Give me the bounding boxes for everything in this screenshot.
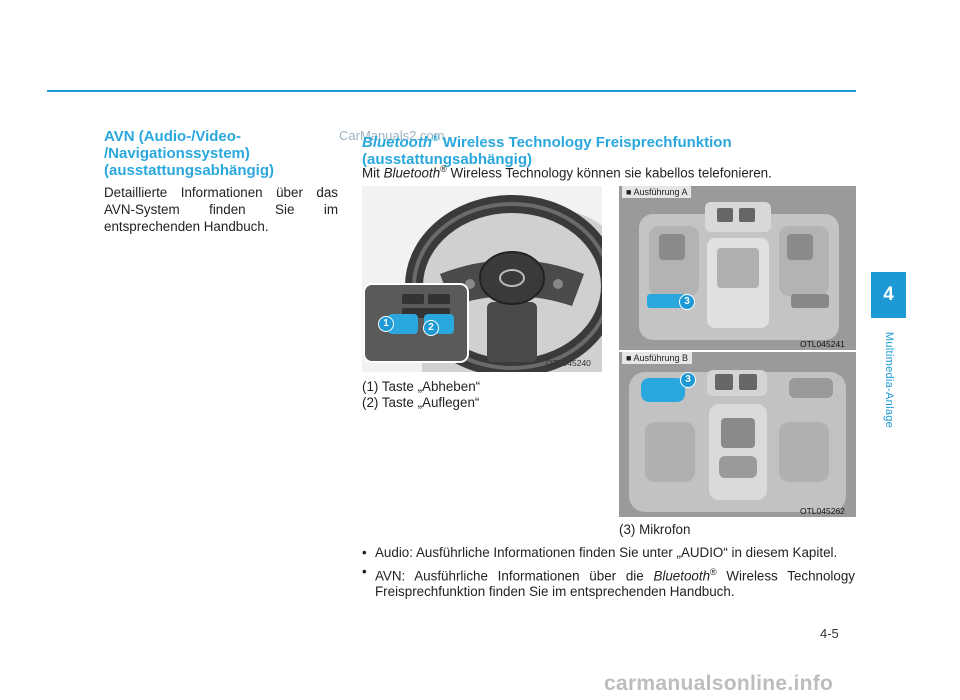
caption-hangup: (2) Taste „Auflegen“: [362, 395, 480, 410]
console-a-illustration: [619, 186, 856, 350]
bullet-audio: Audio: Ausführliche Informationen finden…: [362, 545, 855, 561]
caption-microphone: (3) Mikrofon: [619, 522, 691, 537]
bluetooth-heading-line-1: Bluetooth® Wireless Technology Freisprec…: [362, 130, 842, 151]
figure-code-b: OTL045262: [800, 506, 845, 516]
avn-paragraph-line-1: Detaillierte Informationen über das: [104, 185, 338, 200]
overhead-console-variant-a: ■ Ausführung A 3 OTL045241: [619, 186, 856, 350]
avn-heading-line-1: AVN (Audio-/Video-: [104, 128, 241, 145]
page-number: 4-5: [820, 626, 839, 641]
bullet-avn-post: Wireless Technology Freisprechfunktion f…: [375, 568, 855, 600]
top-rule: [47, 90, 856, 92]
footer-watermark: carmanualsonline.info: [604, 672, 834, 695]
steering-wheel-illustration: [362, 186, 602, 372]
steering-wheel-figure: 1 2 OTL045240: [362, 186, 602, 372]
badge-3-a: 3: [679, 294, 695, 310]
intro-post: Wireless Technology können sie kabellos …: [446, 165, 772, 181]
bullet-avn-italic: Bluetooth: [653, 568, 711, 584]
avn-paragraph-line-2: AVN-System finden Sie im: [104, 202, 338, 217]
badge-3-b: 3: [680, 372, 696, 388]
caption-answer: (1) Taste „Abheben“: [362, 379, 481, 394]
bullet-avn: AVN: Ausführliche Informationen über die…: [362, 564, 855, 600]
heading-rest: Wireless Technology Freisprechfunktion: [438, 134, 732, 151]
bullet-avn-reg: ®: [710, 567, 717, 577]
bluetooth-word: Bluetooth: [362, 134, 432, 151]
console-b-illustration: [619, 352, 856, 517]
avn-paragraph-line-3: entsprechenden Handbuch.: [104, 219, 269, 234]
bluetooth-heading: Bluetooth® Wireless Technology Freisprec…: [362, 130, 842, 168]
bluetooth-heading-line-2: (ausstattungsabhängig): [362, 151, 533, 168]
bluetooth-intro: Mit Bluetooth® Wireless Technology könne…: [362, 164, 772, 180]
chapter-label: Multimedia-Anlage: [883, 331, 895, 429]
variant-a-label: ■ Ausführung A: [622, 186, 692, 198]
bullet-avn-pre: AVN: Ausführliche Informationen über die: [375, 568, 654, 584]
badge-1: 1: [378, 316, 394, 332]
intro-italic: Bluetooth: [383, 165, 441, 181]
avn-heading: AVN (Audio-/Video- /Navigationssystem) (…: [104, 128, 354, 179]
chapter-tab: 4: [871, 272, 906, 318]
avn-paragraph: Detaillierte Informationen über das AVN-…: [104, 184, 338, 235]
bullet-list: Audio: Ausführliche Informationen finden…: [362, 545, 855, 603]
variant-b-label: ■ Ausführung B: [622, 352, 692, 364]
registered-mark: ®: [431, 133, 439, 143]
figure-code-a: OTL045241: [800, 339, 845, 349]
avn-heading-line-3: (ausstattungsabhängig): [104, 162, 275, 179]
intro-reg: ®: [440, 164, 447, 174]
watermark-text: CarManuals2.com: [339, 128, 445, 143]
avn-heading-line-2: /Navigationssystem): [104, 145, 250, 162]
overhead-console-variant-b: ■ Ausführung B 3 OTL045262: [619, 352, 856, 517]
badge-2: 2: [423, 320, 439, 336]
intro-pre: Mit: [362, 165, 384, 181]
figure-code-steering: OTL045240: [546, 358, 591, 368]
chapter-label-container: Multimedia-Anlage: [866, 326, 912, 446]
